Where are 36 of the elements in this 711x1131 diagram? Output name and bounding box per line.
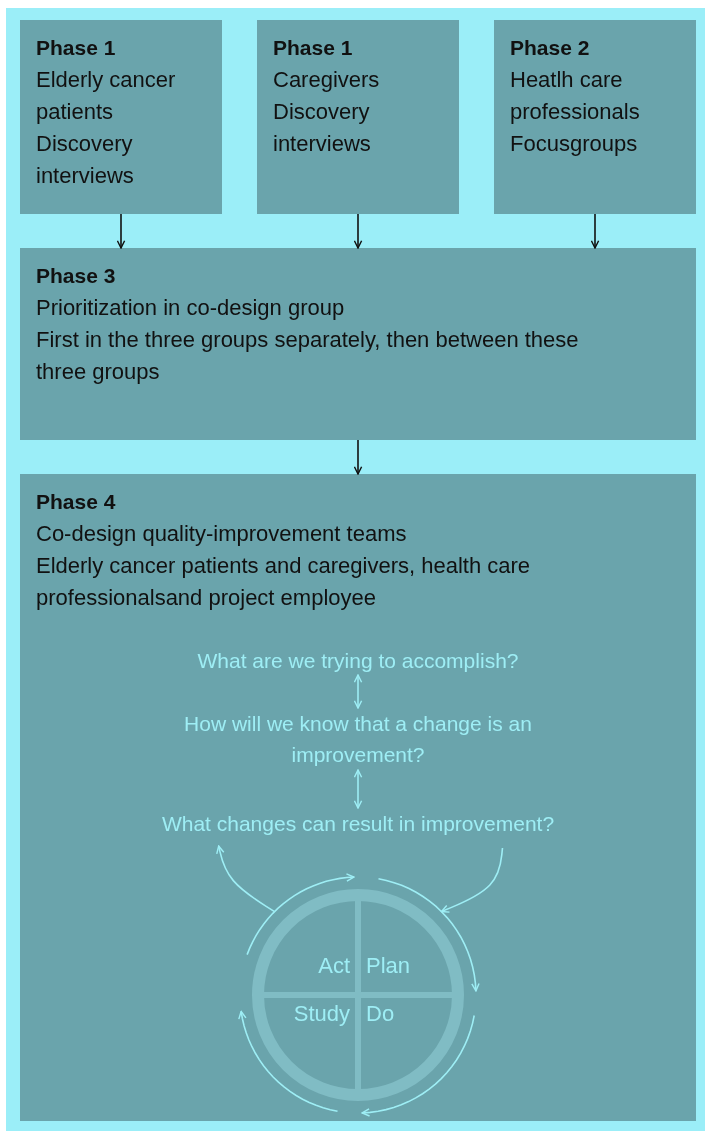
phase-description: Elderly cancer patients xyxy=(36,66,177,126)
phase-description: Discovery interviews xyxy=(36,130,135,190)
phase-heading: Phase 4 xyxy=(36,489,117,515)
phase-heading: Phase 2 xyxy=(510,35,591,61)
arrow xyxy=(353,439,363,475)
arrow xyxy=(440,847,504,913)
phase-description: Elderly cancer patients and caregivers, health care professionalsand project employee xyxy=(36,552,532,612)
phase-box xyxy=(494,20,696,214)
arrow xyxy=(353,213,363,249)
phase-description: Co-design quality-improvement teams xyxy=(36,520,408,548)
phase-description: First in the three groups separately, then between these three groups xyxy=(36,326,580,386)
phase-description: Focusgroups xyxy=(510,130,639,158)
question-text: What are we trying to accomplish? xyxy=(196,648,520,674)
phase-box xyxy=(20,474,696,1121)
quadrant-label: Plan xyxy=(366,953,411,979)
question-text: What changes can result in improvement? xyxy=(160,811,556,837)
phase-description: Heatlh care professionals xyxy=(510,66,641,126)
quadrant-label: Act xyxy=(318,953,350,979)
phase-description: Prioritization in co-design group xyxy=(36,294,346,322)
phase-box xyxy=(20,248,696,440)
phase-description: Discovery interviews xyxy=(273,98,372,158)
arrow xyxy=(353,769,363,809)
phase-heading: Phase 1 xyxy=(273,35,354,61)
arrow xyxy=(116,213,126,249)
phase-heading: Phase 3 xyxy=(36,263,117,289)
phase-description: Caregivers xyxy=(273,66,381,94)
quadrant-label: Study xyxy=(293,1001,350,1027)
arrow xyxy=(216,845,276,913)
pdca-circle xyxy=(252,889,464,1101)
arrow xyxy=(590,213,600,249)
phase-heading: Phase 1 xyxy=(36,35,117,61)
phase-box xyxy=(257,20,459,214)
question-text: How will we know that a change is an improvement? xyxy=(183,711,533,768)
quadrant-label: Do xyxy=(366,1001,395,1027)
arrow xyxy=(353,674,363,709)
phase-box xyxy=(20,20,222,214)
